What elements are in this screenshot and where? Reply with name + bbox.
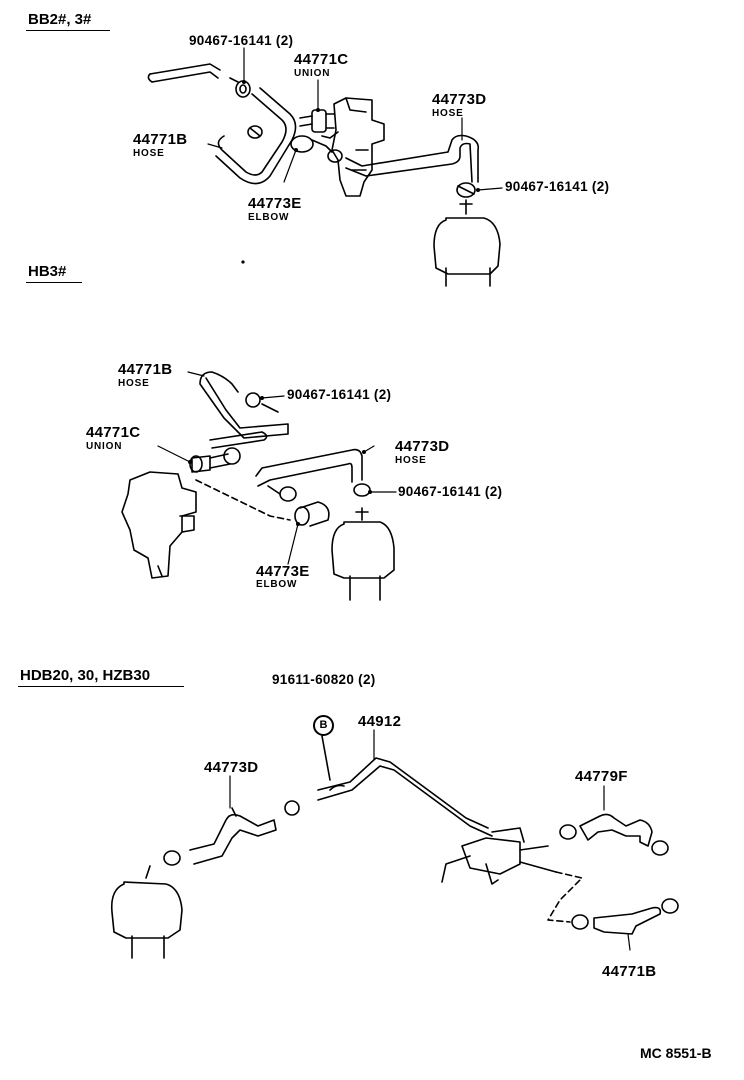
s2-elbow [299, 501, 330, 527]
s2-union-part-number: 44771C [86, 424, 141, 441]
section-2-drawing [121, 371, 395, 601]
s3-hose-44771b [593, 906, 662, 935]
s3-valve [461, 837, 521, 875]
s3-hose-b-part-number: 44771B [602, 963, 657, 980]
s1-elbow [290, 135, 314, 153]
s3-dashed-route [547, 871, 583, 923]
s3-pipe-44912 [317, 757, 493, 837]
s1-elbow-part-number: 44773E [248, 195, 302, 212]
s2-clamp-top [245, 392, 261, 408]
section-title-hdb: HDB20, 30, HZB30 [20, 667, 151, 684]
s2-clamp-mid [223, 447, 241, 465]
section-title-bb2: BB2#, 3# [28, 11, 92, 28]
section-underline-bb2 [26, 30, 110, 31]
section-1-drawing [147, 63, 501, 287]
s1-union-part-number: 44771C [294, 51, 349, 68]
section-underline-hb3 [26, 282, 82, 283]
s3-hose-44773d [189, 813, 277, 865]
s2-clamp-a-label: 90467-16141 (2) [287, 387, 392, 402]
s2-elbow-name: ELBOW [256, 579, 298, 590]
s2-union-name: UNION [86, 441, 123, 452]
s1-hose-b-part-number: 44771B [133, 131, 188, 148]
s1-elbow-name: ELBOW [248, 212, 290, 223]
section-3-drawing [110, 735, 679, 959]
s2-union [191, 455, 211, 473]
s1-union-name: UNION [294, 68, 331, 79]
s3-bolt-label: 91611-60820 (2) [272, 672, 376, 687]
s2-hose-b-part-number: 44771B [118, 361, 173, 378]
s2-hose-44771b [199, 371, 289, 439]
s1-booster [433, 199, 501, 275]
s1-clamp-hose-d [456, 182, 476, 198]
s1-clamp-b-label: 90467-16141 (2) [505, 179, 610, 194]
s3-clamp-b [163, 850, 181, 866]
s1-hose-d-name: HOSE [432, 108, 464, 119]
s3-clamp-c [559, 824, 577, 840]
s2-hose-d-name: HOSE [395, 455, 427, 466]
s3-clamp-a [284, 800, 300, 816]
s3-bolt-b-marker: B [313, 715, 334, 736]
s3-hose-d-part-number: 44773D [204, 759, 259, 776]
s3-booster [110, 865, 183, 939]
s3-clamp-d [651, 840, 669, 856]
s2-hose-d-part-number: 44773D [395, 438, 450, 455]
diagram-code: MC 8551-B [640, 1045, 712, 1061]
s1-hose-b-name: HOSE [133, 148, 165, 159]
s1-inlet-pipe [149, 63, 221, 83]
section-title-hb3: HB3# [28, 263, 67, 280]
s1-hose-44773d [345, 134, 480, 183]
s3-pipe-part-number: 44912 [358, 713, 402, 730]
s2-booster [331, 507, 395, 579]
s3-hose-f-part-number: 44779F [575, 768, 628, 785]
s1-hose-d-part-number: 44773D [432, 91, 487, 108]
s1-clamp-b-small [247, 125, 263, 139]
s3-hose-44779f [579, 813, 653, 847]
s1-hose-44771b [215, 87, 297, 185]
s2-hose-44773d [255, 448, 363, 487]
leader-lines [157, 47, 631, 951]
s1-pump-body [331, 97, 385, 197]
s3-clamp-e [571, 914, 589, 930]
s1-inlet-end [147, 73, 153, 83]
s3-clamp-f [661, 898, 679, 914]
s2-hose-b-name: HOSE [118, 378, 150, 389]
s2-elbow-part-number: 44773E [256, 563, 310, 580]
s2-dashed-route [195, 479, 291, 521]
section-underline-hdb [18, 686, 184, 687]
s2-clamp-hose-d [353, 483, 371, 497]
s1-union [311, 109, 327, 133]
s1-clamp-a-label: 90467-16141 (2) [189, 33, 294, 48]
s2-pump-body [121, 471, 197, 579]
s2-clamp-b-label: 90467-16141 (2) [398, 484, 503, 499]
